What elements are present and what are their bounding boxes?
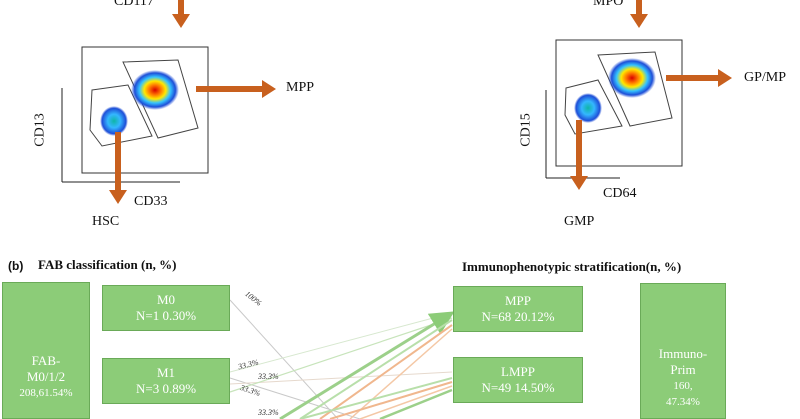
flow-percent-label: 33.3% xyxy=(258,408,279,417)
left-gate-small xyxy=(89,84,153,147)
right-x-axis-label: CD64 xyxy=(603,186,637,201)
fab-item-count: N=3 0.89% xyxy=(135,381,197,396)
flow-line xyxy=(379,388,453,419)
right-population-gpmp xyxy=(608,58,656,98)
flow-line xyxy=(229,299,339,419)
flow-percent-label: 33.3% xyxy=(258,372,279,381)
immuno-group-box: Immuno- Prim 160, 47.34% xyxy=(640,283,726,419)
immuno-title: Immunophenotypic stratification(n, %) xyxy=(462,259,682,274)
right-flow-plot xyxy=(545,0,732,190)
right-y-axis-label: CD15 xyxy=(518,113,534,147)
left-population-mpp xyxy=(131,70,179,110)
right-right-output-label: GP/MP xyxy=(744,70,787,85)
left-population-hsc xyxy=(100,106,128,136)
right-right-arrow xyxy=(666,69,732,87)
immuno-item-count: N=49 14.50% xyxy=(481,380,555,395)
left-right-arrow xyxy=(196,80,276,98)
flow-line xyxy=(349,328,453,419)
fab-group-box: FAB- M0/1/2 208,61.54% xyxy=(2,282,90,419)
left-x-axis-label: CD33 xyxy=(134,194,168,209)
immuno-item-mpp: MPP N=68 20.12% xyxy=(453,286,583,332)
immuno-item-lmpp: LMPP N=49 14.50% xyxy=(453,357,583,403)
flow-line xyxy=(229,312,453,373)
fab-item-name: M1 xyxy=(156,365,176,380)
fab-item-count: N=1 0.30% xyxy=(135,308,197,323)
flow-line xyxy=(359,385,453,419)
flow-line xyxy=(279,311,455,419)
right-gate-large xyxy=(597,51,673,127)
left-right-output-label: MPP xyxy=(286,80,315,95)
immuno-item-count: N=68 20.12% xyxy=(481,309,555,324)
flow-line xyxy=(329,381,453,419)
right-bottom-output-label: GMP xyxy=(564,214,595,229)
fab-item-m0: M0 N=1 0.30% xyxy=(102,285,230,331)
flow-line xyxy=(299,377,453,419)
fab-group-line2: M0/1/2 xyxy=(26,369,66,384)
fab-title: FAB classification (n, %) xyxy=(38,257,177,272)
right-gate-small xyxy=(564,79,623,135)
flow-line xyxy=(319,324,453,419)
immuno-item-name: LMPP xyxy=(501,364,535,379)
left-gate-large xyxy=(122,59,199,139)
panel-b-label: (b) xyxy=(8,259,24,273)
right-plot-frame xyxy=(555,39,683,167)
fab-item-name: M0 xyxy=(156,292,176,307)
left-flow-plot xyxy=(61,0,276,204)
left-down-arrow xyxy=(109,132,127,204)
fab-group-line3: 208,61.54% xyxy=(19,387,73,399)
flow-line xyxy=(229,317,453,393)
left-bottom-output-label: HSC xyxy=(92,214,120,229)
left-plot-frame xyxy=(81,46,209,174)
fab-item-m1: M1 N=3 0.89% xyxy=(102,358,230,404)
right-top-arrow xyxy=(630,0,648,28)
immuno-group-line4: 47.34% xyxy=(666,396,700,408)
left-y-axis-label: CD13 xyxy=(32,113,48,147)
immuno-group-line2: Prim xyxy=(670,362,696,377)
right-population-gmp xyxy=(574,93,602,123)
immuno-group-line1: Immuno- xyxy=(658,346,708,361)
left-top-arrow xyxy=(172,0,190,28)
immuno-group-line3: 160, xyxy=(673,380,693,392)
right-down-arrow xyxy=(570,120,588,190)
left-top-marker-label: CD117 xyxy=(114,0,154,9)
right-top-marker-label: MPO xyxy=(593,0,624,9)
fab-group-line1: FAB- xyxy=(31,353,61,368)
flow-lines xyxy=(229,299,455,419)
flow-line xyxy=(229,371,453,385)
flow-line xyxy=(299,319,453,419)
flow-line xyxy=(229,377,361,419)
immuno-item-name: MPP xyxy=(504,293,532,308)
